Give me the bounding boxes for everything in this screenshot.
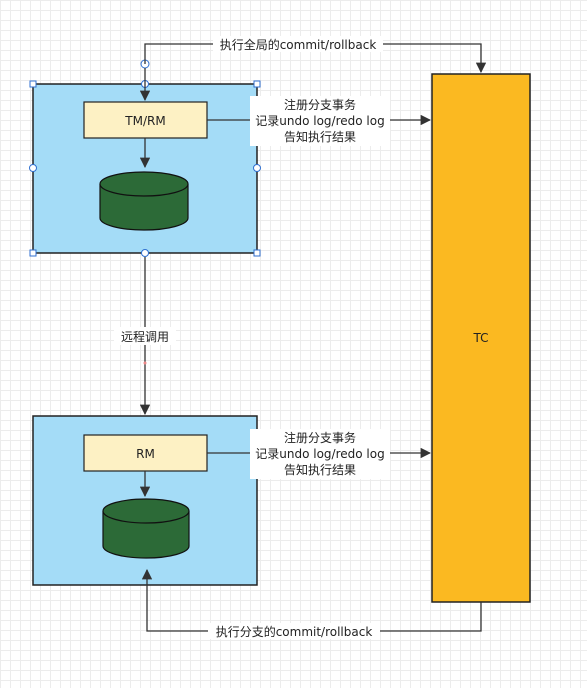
tc-label: TC [472, 331, 488, 345]
handle-bottom-left[interactable] [29, 249, 37, 257]
top-side-line-1: 注册分支事务 [284, 97, 356, 112]
top-label-bg [213, 36, 383, 52]
rm-box[interactable] [83, 434, 208, 472]
top-side-label-bg [250, 96, 390, 146]
top-database-icon [99, 171, 189, 231]
bottom-side-line-1: 注册分支事务 [284, 430, 356, 445]
handle-left-mid[interactable] [29, 164, 37, 172]
bottom-label-bg [208, 623, 380, 639]
global-commit-label: 执行全局的commit/rollback [220, 37, 377, 52]
branch-commit-label: 执行分支的commit/rollback [216, 624, 373, 639]
bottom-side-line-3: 告知执行结果 [284, 463, 356, 477]
bottom-service-group[interactable]: RM [32, 415, 258, 586]
tm-rm-label: TM/RM [124, 114, 165, 128]
handle-bottom-mid[interactable] [141, 249, 149, 257]
handle-bottom-right[interactable] [253, 249, 261, 257]
tm-rm-box[interactable] [83, 101, 208, 139]
selection-handles[interactable] [29, 59, 261, 257]
bottom-side-label-bg [250, 429, 390, 479]
handle-right-mid[interactable] [253, 164, 261, 172]
remote-call-label-bg [114, 327, 176, 345]
waypoint-dot [143, 361, 147, 365]
top-service-group[interactable]: TM/RM [29, 59, 261, 257]
handle-top-left[interactable] [29, 80, 37, 88]
tc-box[interactable] [431, 73, 531, 603]
handle-top-right[interactable] [253, 80, 261, 88]
remote-call-label: 远程调用 [121, 329, 169, 344]
rm-label: RM [136, 447, 155, 461]
top-side-line-3: 告知执行结果 [284, 130, 356, 144]
top-side-line-2: 记录undo log/redo log [255, 114, 384, 128]
bottom-side-line-2: 记录undo log/redo log [255, 447, 384, 461]
bottom-database-icon [102, 498, 190, 559]
